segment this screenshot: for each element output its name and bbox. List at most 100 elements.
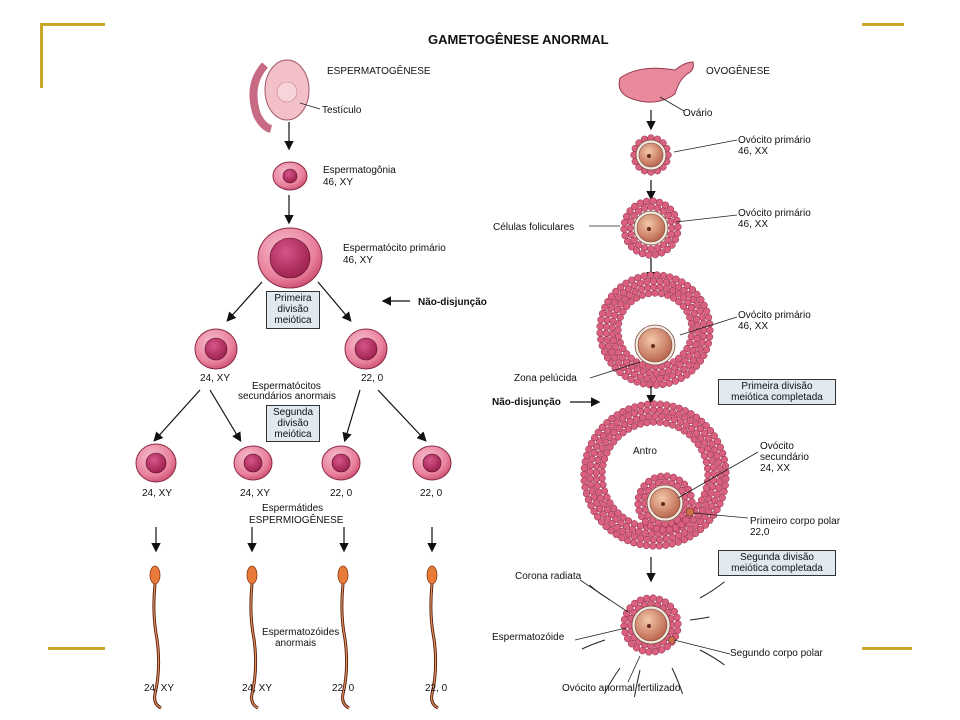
follicle-2-cell [631, 202, 639, 211]
sperm-nondisjunction-label: Não-disjunção [418, 297, 487, 308]
corona-radiata-cells-cell [632, 644, 641, 652]
follicle-4-cell [674, 538, 682, 546]
follicle-4-cell [681, 407, 689, 415]
follicle-3-cell [663, 284, 671, 293]
follicle-3-cell [630, 370, 639, 379]
follicle-3-cell [638, 291, 646, 299]
follicle-4-cell [630, 409, 639, 418]
follicle-4-cell [655, 542, 663, 550]
follicle-3-cell [618, 353, 626, 362]
follicle-4-cell [602, 522, 610, 531]
cumulus-cell [677, 520, 685, 529]
second-division-line2: divisão [277, 418, 309, 429]
follicle-4-cell [624, 425, 633, 433]
follicle-4-cell [706, 426, 715, 435]
primary-oocyte-3-line1: Ovócito primário [738, 310, 811, 321]
surrounding-sperm-2 [699, 581, 725, 599]
primary-oocyte-2-line2: 46, XX [738, 219, 769, 230]
frame-top-left-v [40, 23, 43, 88]
sperm-karyotype-1: 24, XY [144, 683, 175, 694]
corona-radiata-cells-cell [621, 628, 629, 637]
follicle-2-cell [645, 251, 653, 259]
surrounding-sperm-8 [689, 616, 710, 621]
abnormal-sperm-label-1: Espermatozóides [262, 627, 340, 638]
follicle-3-cell [619, 344, 627, 353]
spermatid-2-nucleus [243, 453, 263, 473]
follicle-3-cell [650, 283, 658, 291]
follicle-4-cell [584, 496, 593, 504]
follicle-4-cell [594, 456, 602, 464]
follicle-4-cell [700, 439, 709, 447]
follicle-3-cell [675, 298, 683, 306]
follicle-3-cell [603, 353, 612, 362]
follicle-3-cell [597, 316, 605, 324]
corona-radiata-cells-cell [631, 599, 639, 608]
follicle-3-cell [612, 287, 620, 296]
second-division-line3: meiótica [274, 429, 312, 440]
follicle-3-cell [614, 293, 623, 301]
follicle-4-cell [701, 513, 709, 521]
follicle-4-cell [649, 418, 658, 426]
follicle-4-cell [643, 406, 651, 415]
corona-radiata-cells-cell [626, 604, 634, 612]
secondary-spermatocyte-right-nucleus [354, 337, 378, 361]
follicle-3-cell [646, 381, 654, 389]
spermatid-karyotype-3: 22, 0 [330, 488, 353, 499]
first-division-complete-line1: Primeira divisão [741, 381, 813, 392]
cumulus-cell [636, 487, 645, 496]
follicle-3-cell [677, 374, 685, 383]
cumulus-cell [652, 524, 661, 533]
follicle-2-cell [638, 249, 647, 258]
follicle-3-cell [617, 283, 625, 291]
follicle-3-cell [627, 375, 635, 384]
follicle-4-cell [662, 541, 670, 549]
fertilized-oocyte [634, 608, 668, 642]
follicle-3-cell [657, 289, 666, 298]
cumulus-cell [640, 482, 648, 490]
sperm-karyotype-4: 22, 0 [425, 683, 448, 694]
primary-oocyte-1-leader [673, 139, 738, 153]
follicle-4-cell [707, 489, 715, 497]
follicle-4-cell [708, 502, 716, 510]
corona-radiata-cells-cell [638, 646, 647, 655]
first-polar-body-leader [693, 512, 749, 519]
first-polar-body-line1: Primeiro corpo polar [750, 516, 841, 527]
follicle-3-cell [609, 336, 617, 345]
follicle-3-cell [610, 354, 619, 362]
follicle-2-cell [673, 216, 681, 225]
cumulus-cell [634, 500, 642, 508]
follicle-4-cell [628, 525, 637, 534]
fertilized-oocyte-leader [627, 655, 641, 683]
follicle-4-cell [625, 405, 633, 413]
follicle-3-cell [688, 286, 697, 294]
cumulus-cell [646, 522, 655, 530]
follicle-4-cell [691, 522, 700, 530]
follicle-4-cell [703, 477, 712, 486]
cumulus-cell [641, 518, 650, 526]
primary-oocyte-1-nucleus [647, 154, 651, 158]
follicle-2-cell [627, 230, 635, 239]
follicle-4-cell [643, 400, 652, 409]
frame-bottom-right-h [862, 647, 912, 650]
frame-top-left-h [40, 23, 105, 26]
sperm-karyotype-3: 22, 0 [332, 683, 355, 694]
primary-oocyte-2-leader [675, 214, 738, 223]
follicle-3-cell [700, 301, 708, 309]
follicle-2-cell [674, 223, 682, 231]
cumulus-cell [682, 516, 690, 524]
follicle-4-cell [656, 536, 664, 544]
oo-nondisjunction-label: Não-disjunção [492, 397, 561, 408]
follicle-2-cell [620, 218, 629, 227]
follicle-2-cell [668, 241, 676, 249]
follicle-4-cell [606, 443, 614, 451]
corona-radiata-cells-cell [657, 646, 666, 654]
follicle-3-cell [693, 290, 701, 299]
arrow-primary-to-secondary-left [226, 281, 263, 322]
follicle-4-cell [582, 489, 591, 498]
first-division-box: Primeira divisão meiótica [266, 291, 320, 329]
follicle-4-cell [656, 400, 665, 408]
corona-radiata-cells-cell [661, 598, 670, 606]
follicle-4-cell [682, 421, 690, 429]
primary-spermatocyte-karyotype: 46, XY [343, 255, 374, 266]
